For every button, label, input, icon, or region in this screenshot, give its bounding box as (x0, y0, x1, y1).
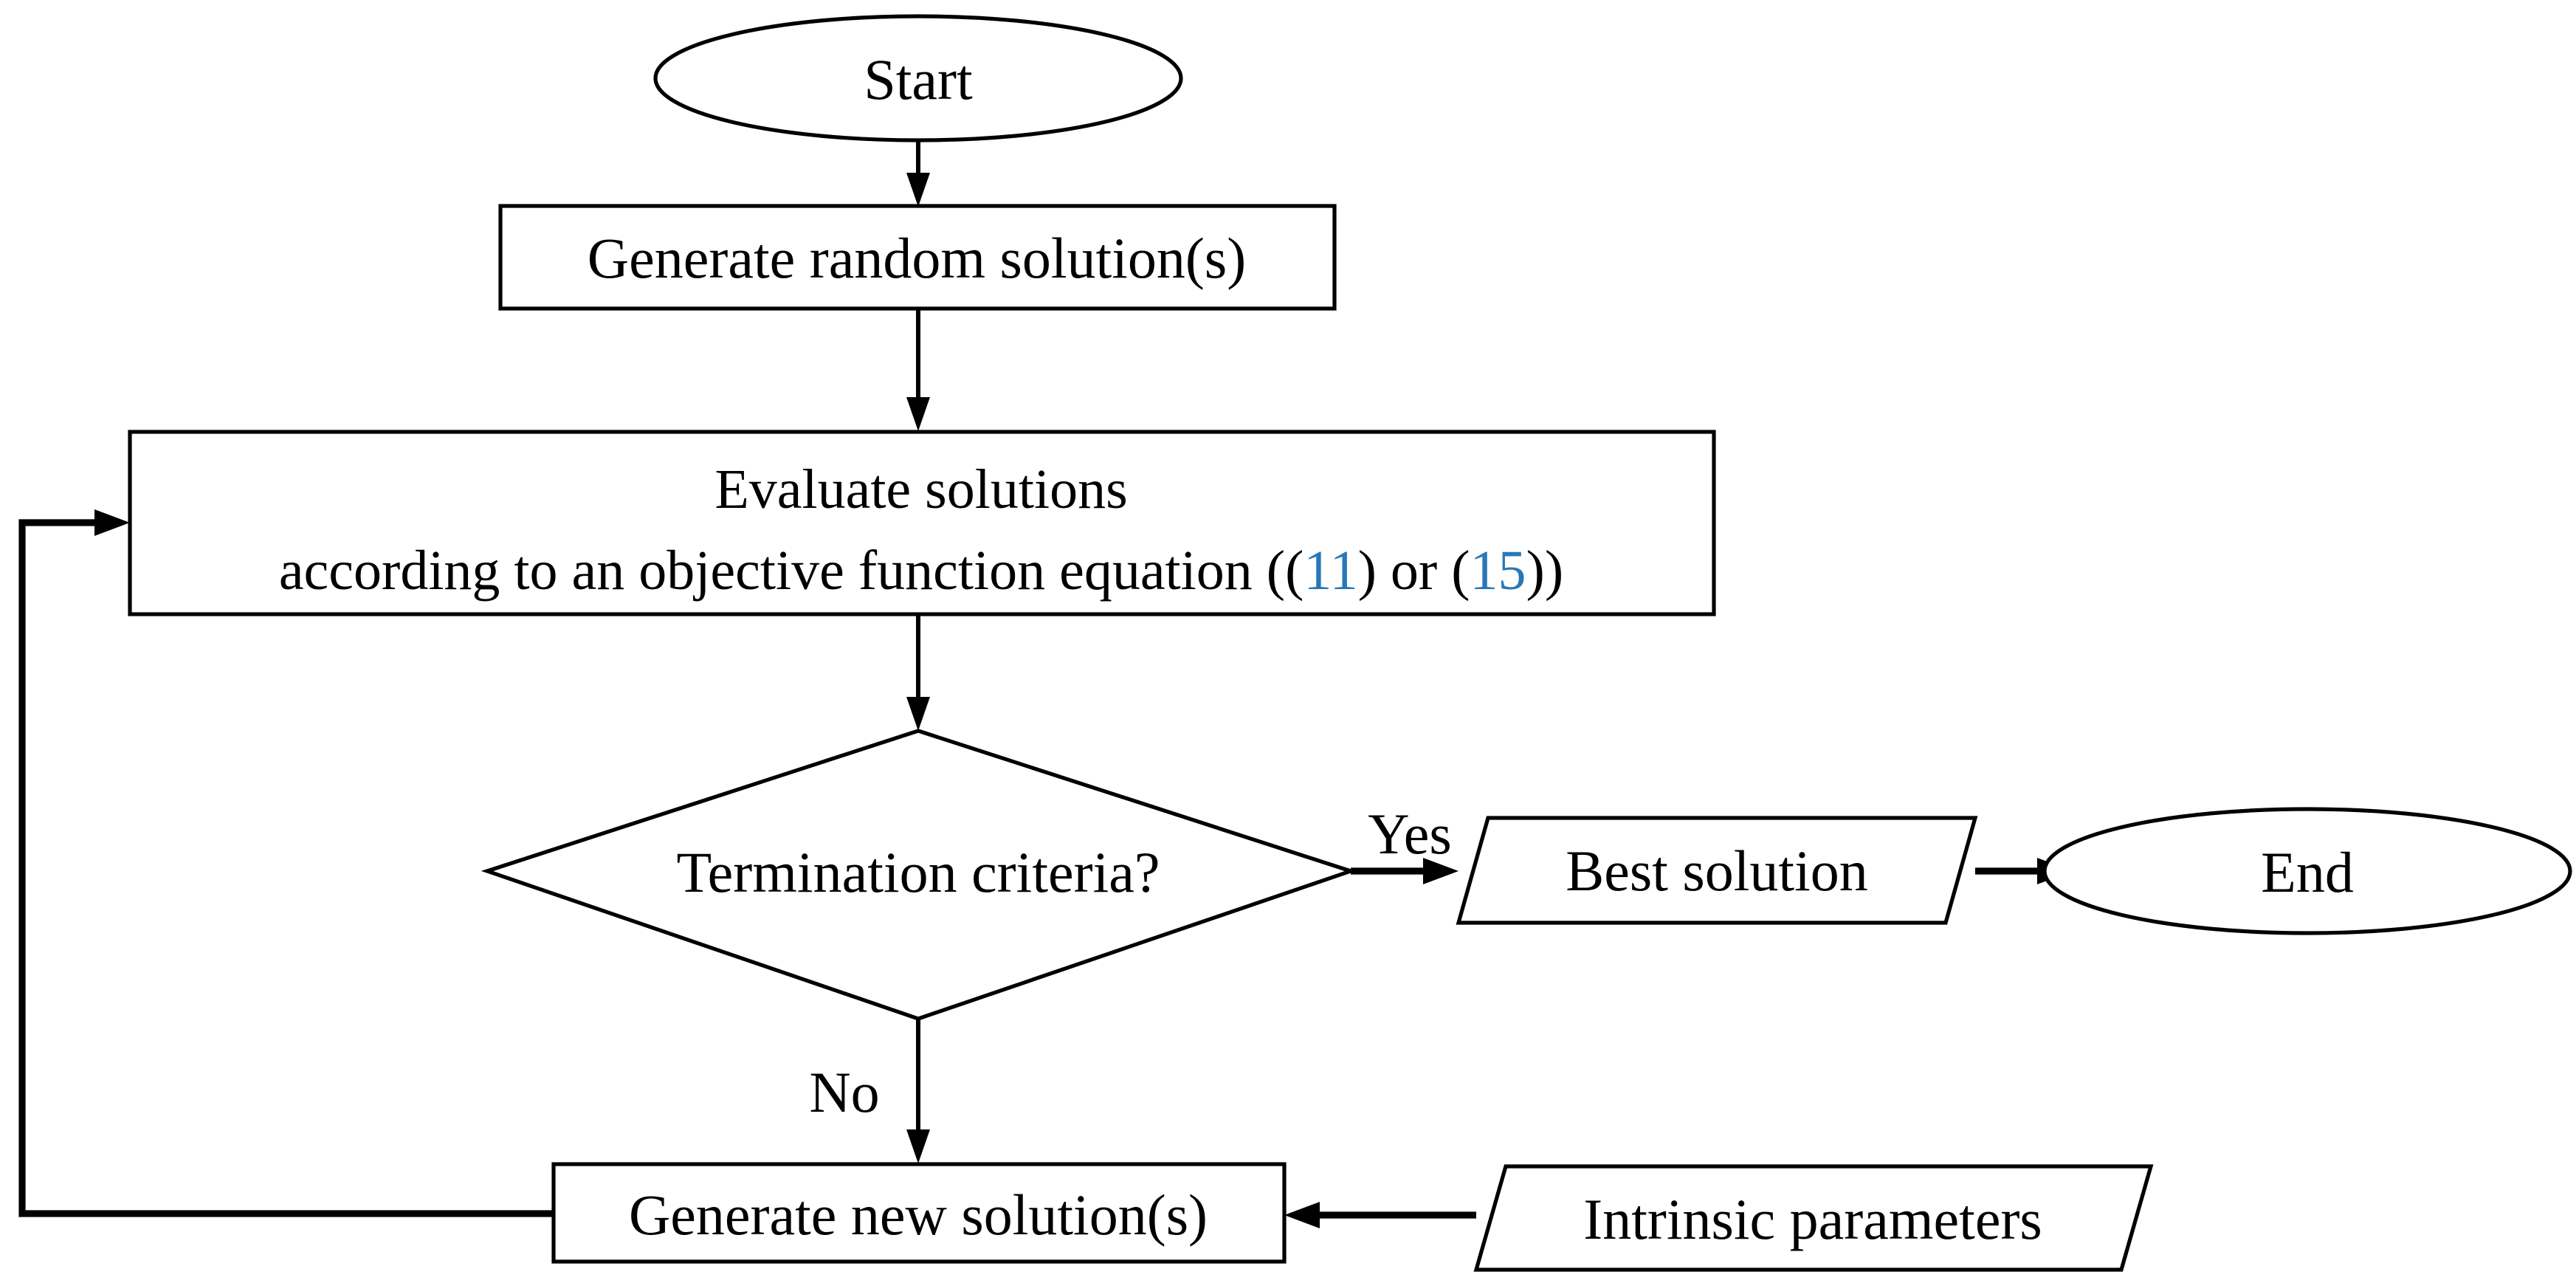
arrowhead-down-icon (906, 1129, 930, 1163)
generate-new-label: Generate new solution(s) (629, 1183, 1208, 1247)
evaluate-line2-prefix: according to an objective function equat… (279, 540, 1304, 602)
evaluate-line2-middle: ) or ( (1358, 540, 1470, 602)
node-intrinsic-parameters: Intrinsic parameters (1473, 1164, 2154, 1272)
best-solution-label: Best solution (1566, 839, 1868, 903)
arrowhead-down-icon (906, 173, 930, 207)
evaluate-label-line1: Evaluate solutions (714, 458, 1127, 520)
evaluate-label-line2: according to an objective function equat… (279, 540, 1563, 602)
node-generate-random-solutions: Generate random solution(s) (498, 204, 1337, 311)
arrowhead-down-icon (906, 397, 930, 431)
edge-termination-yes-to-best-solution: Yes (1351, 802, 1459, 884)
process-shape (128, 430, 1716, 616)
node-evaluate-solutions: Evaluate solutions according to an objec… (128, 430, 1716, 616)
node-end: End (2042, 807, 2572, 935)
edge-intrinsic-parameters-to-generate-new (1284, 1202, 1476, 1228)
edge-feedback-loop-generate-new-to-evaluate (18, 509, 554, 1217)
data-parallelogram-shape (1456, 816, 1978, 925)
arrowhead-down-icon (906, 697, 930, 731)
edge-label-no: No (809, 1060, 879, 1124)
end-terminator-shape (2042, 807, 2572, 935)
edge-evaluate-to-termination (906, 614, 930, 731)
edge-termination-no-to-generate-new: No (809, 1019, 930, 1163)
end-label: End (2261, 840, 2354, 904)
start-label: Start (864, 47, 973, 111)
process-shape (551, 1162, 1287, 1264)
evaluate-line2-suffix: )) (1526, 540, 1564, 602)
edge-label-yes: Yes (1368, 802, 1452, 866)
node-start: Start (653, 14, 1183, 142)
equation-ref-15: 15 (1470, 540, 1526, 602)
edge-start-to-generate-random (906, 140, 930, 207)
arrowhead-right-icon (94, 509, 130, 536)
equation-ref-11: 11 (1304, 540, 1357, 602)
decision-diamond-shape (481, 729, 1357, 1021)
edge-line (18, 519, 554, 1217)
arrowhead-right-icon (1423, 858, 1459, 884)
node-termination-criteria: Termination criteria? (481, 729, 1357, 1021)
process-shape (498, 204, 1337, 311)
intrinsic-parameters-label: Intrinsic parameters (1583, 1187, 2042, 1251)
generate-random-label: Generate random solution(s) (588, 226, 1246, 290)
data-parallelogram-shape (1473, 1164, 2154, 1272)
edge-generate-random-to-evaluate (906, 309, 930, 431)
node-best-solution: Best solution (1456, 816, 1978, 925)
node-generate-new-solutions: Generate new solution(s) (551, 1162, 1287, 1264)
termination-label: Termination criteria? (676, 840, 1160, 904)
start-terminator-shape (653, 14, 1183, 142)
arrowhead-left-icon (1284, 1202, 1320, 1228)
